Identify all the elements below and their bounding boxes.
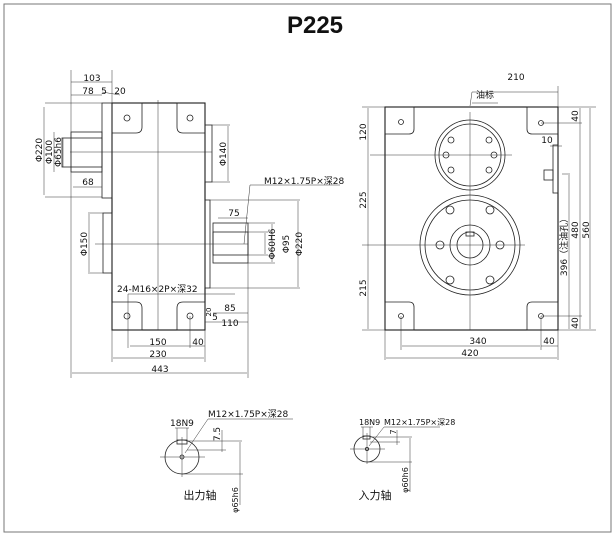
dim-150: 150 <box>149 338 166 348</box>
dim-103: 103 <box>83 74 100 84</box>
dim-d220-input: Φ220 <box>295 232 305 257</box>
output-depth-7-5: 7.5 <box>213 427 223 441</box>
dim-d220: Φ220 <box>35 138 45 163</box>
dim-560: 560 <box>582 221 592 238</box>
dim-5: 5 <box>101 87 107 97</box>
dim-20: 20 <box>114 87 126 97</box>
upper-right-boss <box>204 124 213 183</box>
front-view: 103 78 5 20 Φ220 Φ100 Φ65h6 68 Φ140 M12×… <box>35 70 344 378</box>
dim-d60h6: Φ60H6 <box>268 228 278 259</box>
housing-body <box>111 102 206 331</box>
lower-boss <box>102 212 113 274</box>
output-shaft-label: 出力轴 <box>184 488 217 502</box>
dim-40: 40 <box>192 338 204 348</box>
dim-75: 75 <box>228 209 239 219</box>
dim-225: 225 <box>359 191 369 208</box>
input-thread-note: M12×1.75P×深28 <box>264 176 344 187</box>
dim-443: 443 <box>151 365 168 375</box>
dim-78: 78 <box>82 87 94 97</box>
dim-120: 120 <box>359 123 369 140</box>
side-view: 210 油标 120 225 215 40 10 396（注油孔） 480 56… <box>359 73 596 360</box>
drawing-title: P225 <box>287 12 343 39</box>
input-shaft-label: 入力轴 <box>359 488 392 502</box>
dim-68: 68 <box>82 178 94 188</box>
output-key-18n9: 18N9 <box>170 419 194 429</box>
output-dia-65h6: φ65h6 <box>231 487 240 513</box>
input-shaft-detail: 18N9 M12×1.75P×深28 7 φ60h6 入力轴 <box>350 418 455 502</box>
side-feet <box>384 106 559 331</box>
dim-210: 210 <box>507 73 524 83</box>
dim-d100: Φ100 <box>45 140 55 165</box>
dim-420: 420 <box>461 349 478 359</box>
oil-plug <box>552 144 559 194</box>
dim-480: 480 <box>571 221 581 238</box>
bolt-hole-note: 24-M16×2P×深32 <box>117 284 198 295</box>
dim-230: 230 <box>149 350 166 360</box>
sheet-frame <box>3 3 612 533</box>
dim-110: 110 <box>221 319 238 329</box>
dim-5-input: 5 <box>212 313 218 323</box>
dim-40-bottom: 40 <box>571 317 581 329</box>
dim-d140: Φ140 <box>219 142 229 167</box>
dim-10: 10 <box>541 136 553 146</box>
output-thread-note: M12×1.75P×深28 <box>208 409 288 420</box>
input-dia-60h6: φ60h6 <box>401 467 410 493</box>
mounting-feet <box>111 102 206 331</box>
oil-gauge-label: 油标 <box>476 89 494 101</box>
dim-215: 215 <box>359 279 369 296</box>
input-shaft <box>212 222 249 264</box>
dim-85: 85 <box>224 304 235 314</box>
input-depth-7: 7 <box>389 429 398 434</box>
housing-side <box>384 106 559 331</box>
dim-396-oil-fill: 396（注油孔） <box>558 214 570 276</box>
dim-40-side: 40 <box>543 337 555 347</box>
dim-d95: Φ95 <box>282 235 292 254</box>
output-flange <box>101 102 113 199</box>
dim-20-input: 20 <box>205 308 213 317</box>
input-thread-note: M12×1.75P×深28 <box>384 418 455 427</box>
dim-40-top: 40 <box>571 110 581 122</box>
dim-d150: Φ150 <box>80 232 90 257</box>
dim-d65h6: Φ65h6 <box>54 137 64 167</box>
dim-340: 340 <box>469 337 486 347</box>
side-bolt-holes <box>398 119 544 319</box>
input-key-18n9: 18N9 <box>359 418 380 427</box>
output-shaft-detail: 18N9 M12×1.75P×深28 7.5 φ65h6 出力轴 <box>160 409 293 513</box>
